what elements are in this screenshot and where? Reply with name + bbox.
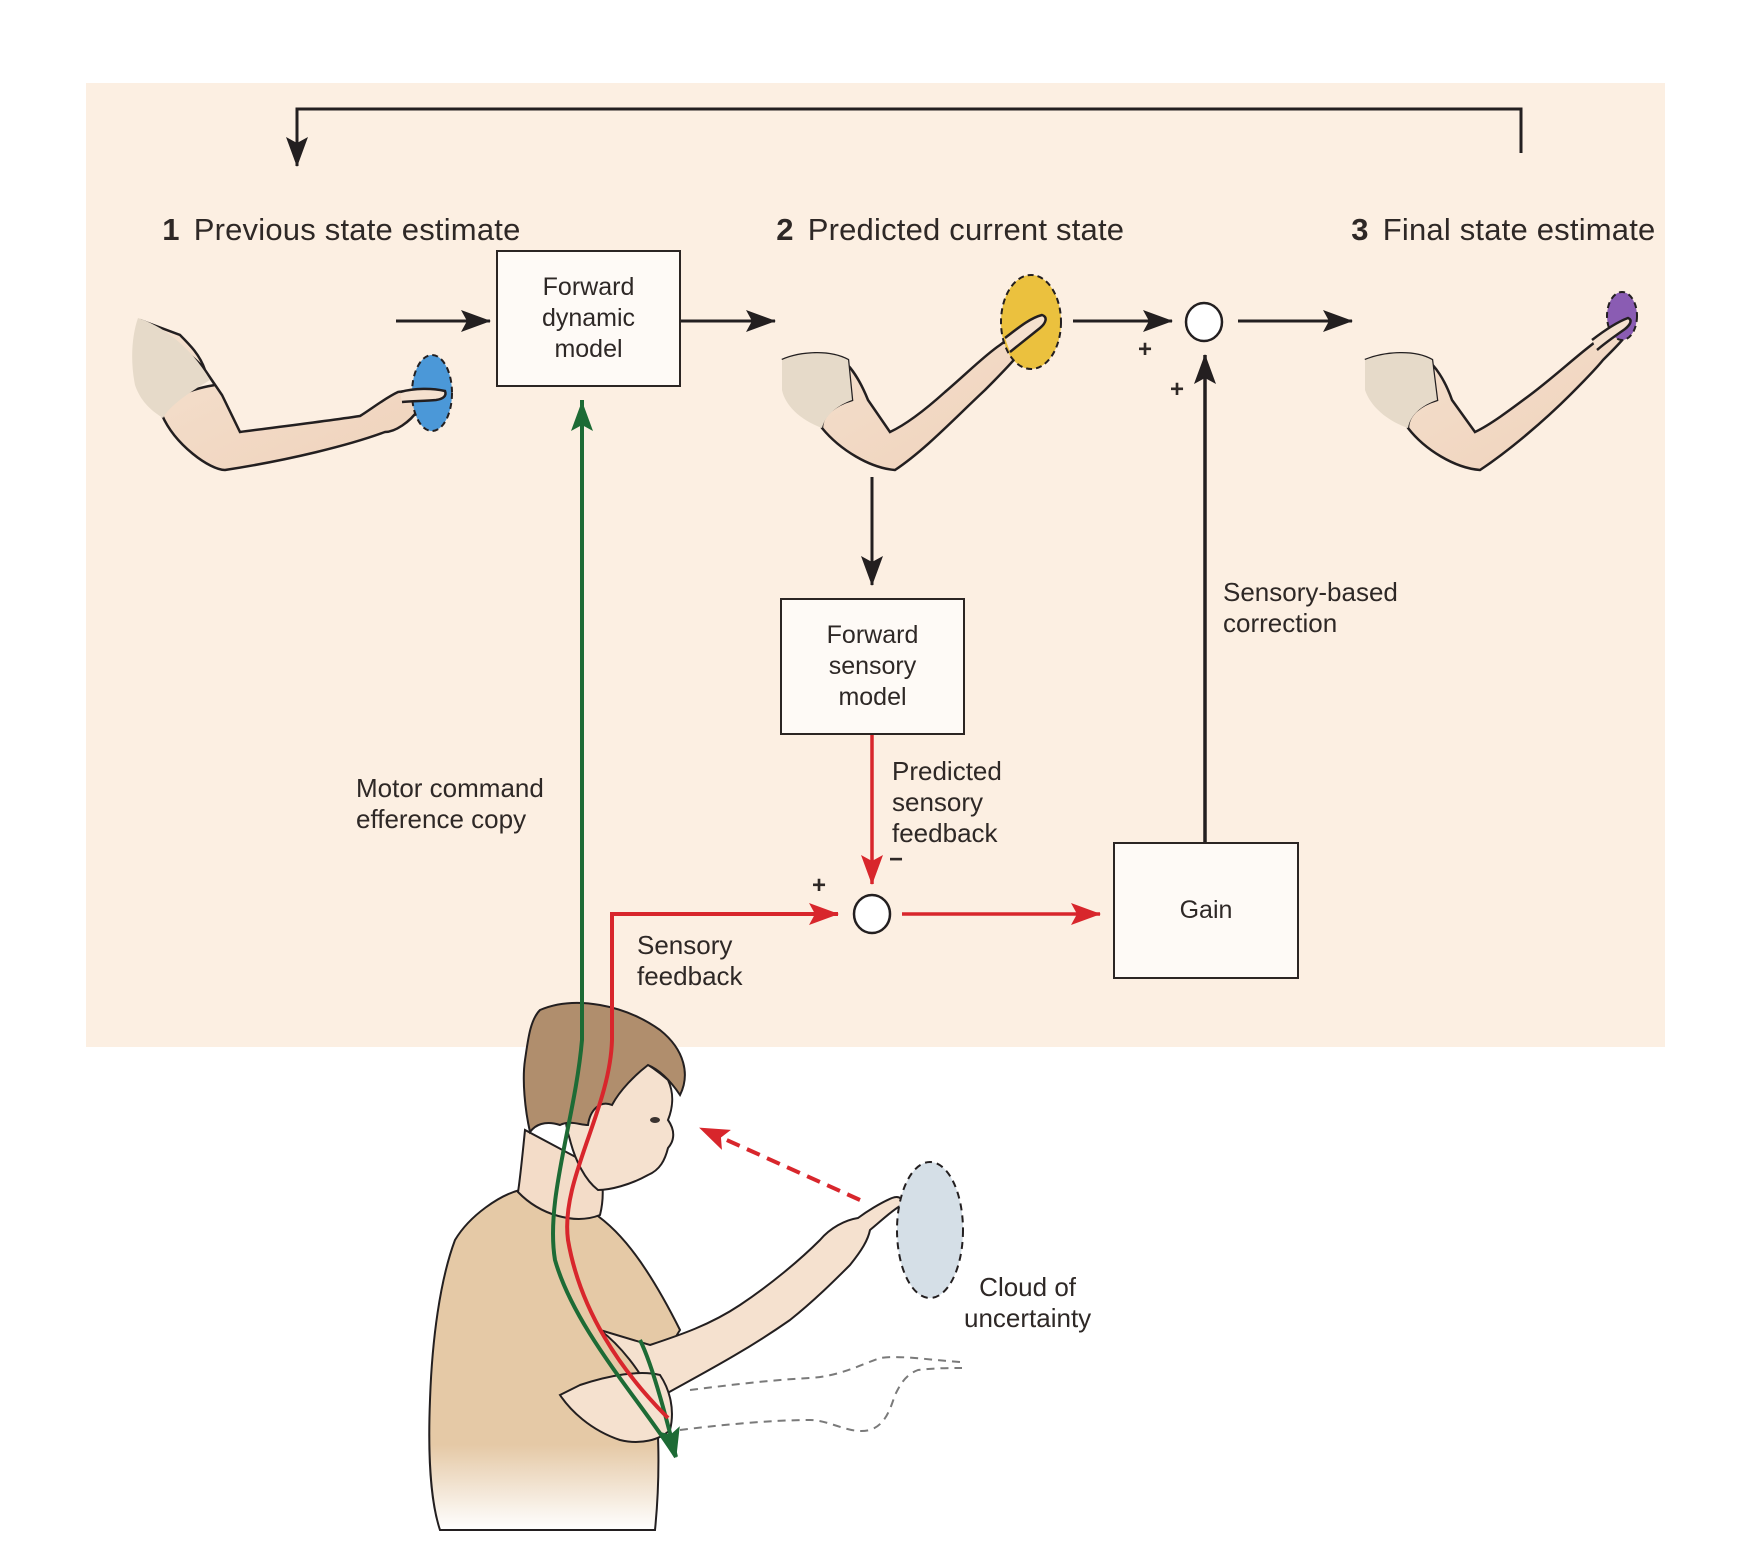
- forward-sensory-model-label: Forward sensory model: [826, 621, 919, 711]
- motor-command-label: Motor command efference copy: [356, 773, 544, 834]
- motor-efference-copy-path: [551, 400, 678, 1459]
- visual-feedback-arrow: [699, 1126, 861, 1202]
- loop-back-arrow: [286, 107, 1523, 167]
- arrow-motor-command-to-arm: [638, 1339, 680, 1458]
- predicted-sensory-feedback-label: Predicted sensory feedback: [892, 756, 1002, 848]
- sensory-based-correction-label: Sensory-based correction: [1223, 577, 1398, 638]
- arm-final-state: [1364, 291, 1638, 472]
- gain-box: Gain: [1113, 842, 1299, 979]
- stage-2-heading: 2 Predicted current state: [741, 176, 1124, 284]
- sum-error-minus-top: −: [889, 846, 904, 873]
- sensory-feedback-path: [565, 903, 839, 1420]
- sum-final-plus-bottom: +: [1170, 376, 1185, 403]
- arm-previous-state: [132, 318, 453, 472]
- forward-dynamic-model-label: Forward dynamic model: [541, 273, 636, 363]
- stage-1-label: Previous state estimate: [193, 212, 521, 247]
- eye-icon: [650, 1117, 660, 1123]
- stage-3-heading: 3 Final state estimate: [1316, 176, 1656, 284]
- stage-1-number: 1: [162, 212, 180, 247]
- gain-label: Gain: [1179, 896, 1233, 924]
- stage-2-label: Predicted current state: [807, 212, 1125, 247]
- uncertainty-cloud: [896, 1161, 964, 1299]
- summing-junction-final: [1184, 301, 1224, 343]
- forward-dynamic-model-box: Forward dynamic model: [496, 250, 681, 387]
- sum-error-plus-left: +: [812, 872, 827, 899]
- sensory-feedback-label: Sensory feedback: [637, 930, 743, 991]
- cloud-of-uncertainty-label: Cloud of uncertainty: [964, 1272, 1092, 1333]
- arm-predicted-state: [781, 274, 1062, 472]
- stage-3-label: Final state estimate: [1382, 212, 1656, 247]
- person-illustration: [428, 1001, 964, 1531]
- stage-3-number: 3: [1351, 212, 1369, 247]
- sum-final-plus-left: +: [1138, 336, 1153, 363]
- stage-2-number: 2: [776, 212, 794, 247]
- stage-1-heading: 1 Previous state estimate: [127, 176, 521, 284]
- summing-junction-error: [852, 893, 892, 935]
- forward-sensory-model-box: Forward sensory model: [780, 598, 965, 735]
